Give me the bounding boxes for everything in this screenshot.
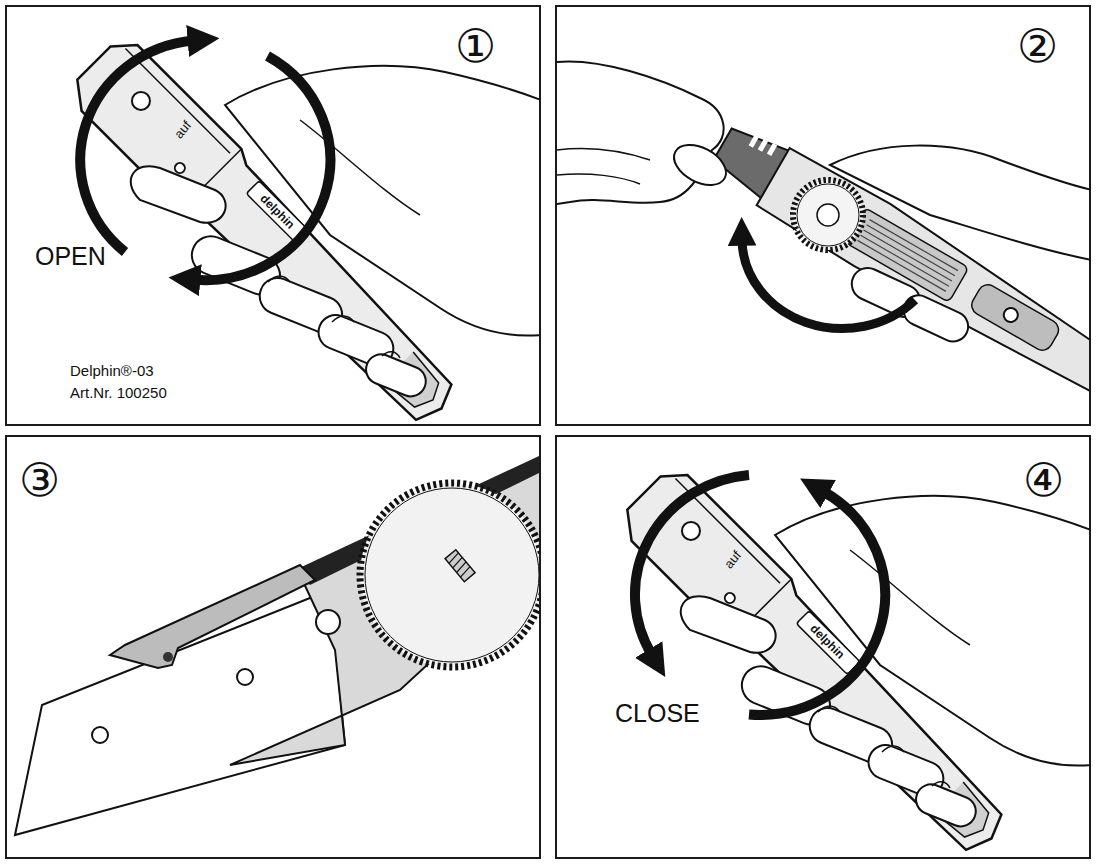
product-name: Delphin®-03	[70, 363, 154, 380]
action-label: CLOSE	[615, 700, 700, 728]
action-label: OPEN	[35, 243, 106, 271]
step-number: ④	[1023, 457, 1064, 503]
step-number: ③	[19, 457, 60, 503]
article-number: Art.Nr. 100250	[70, 385, 167, 402]
step-number: ②	[1017, 23, 1058, 69]
step-number: ①	[455, 23, 496, 69]
step-panel: ③	[5, 435, 541, 859]
step-panel: ②	[555, 5, 1091, 426]
